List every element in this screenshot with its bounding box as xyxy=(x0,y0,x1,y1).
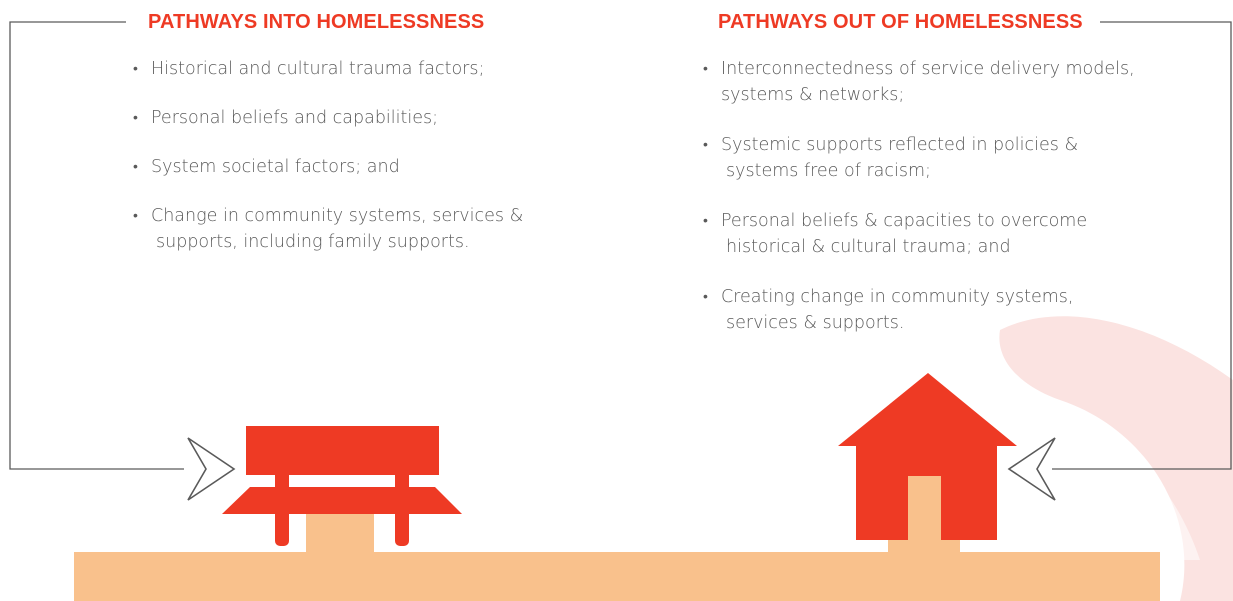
list-item: Creating change in community systems,ser… xyxy=(703,284,1173,336)
park-bench-icon xyxy=(222,426,462,552)
left-frame-line xyxy=(9,21,184,470)
list-item: Change in community systems, services &s… xyxy=(133,203,603,255)
house-icon xyxy=(838,373,1017,552)
pathways-out-list: Interconnectedness of service delivery m… xyxy=(703,56,1173,360)
list-item: Systemic supports reflected in policies … xyxy=(703,132,1173,184)
heading-pathways-out: PATHWAYS OUT OF HOMELESSNESS xyxy=(706,10,1095,34)
heading-pathways-into: PATHWAYS INTO HOMELESSNESS xyxy=(136,10,497,34)
list-item: Personal beliefs and capabilities; xyxy=(133,105,603,131)
list-item: Interconnectedness of service delivery m… xyxy=(703,56,1173,108)
decorative-watermark-icon xyxy=(999,316,1233,601)
pathways-into-list: Historical and cultural trauma factors; … xyxy=(133,56,603,278)
list-item: Personal beliefs & capacities to overcom… xyxy=(703,208,1173,260)
list-item: System societal factors; and xyxy=(133,154,603,180)
list-item: Historical and cultural trauma factors; xyxy=(133,56,603,82)
outline-arrow-right-icon xyxy=(187,437,236,501)
ground-bar xyxy=(74,552,1160,601)
outline-arrow-left-icon xyxy=(1007,437,1056,501)
right-frame-line xyxy=(1052,21,1232,470)
